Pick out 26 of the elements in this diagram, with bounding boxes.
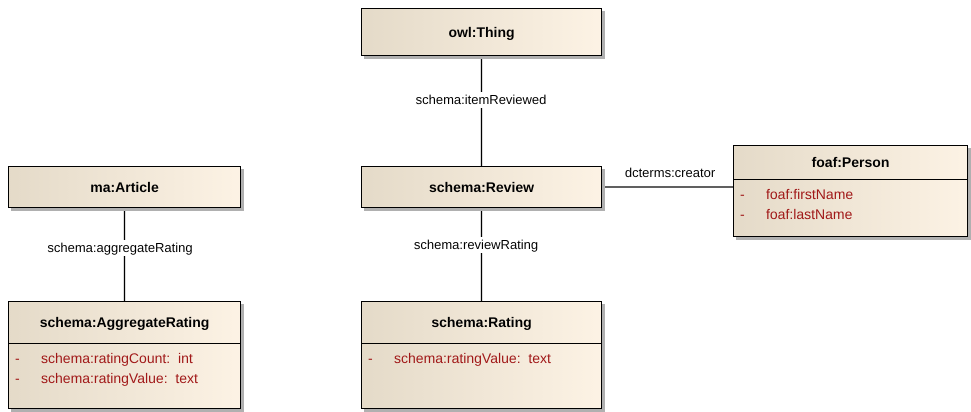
- class-box: [8, 166, 241, 208]
- attribute-text: schema:ratingValue: text: [394, 349, 551, 368]
- class-name: owl:Thing: [448, 22, 515, 42]
- visibility-marker: -: [739, 185, 746, 204]
- class-name: schema:Rating: [431, 313, 532, 332]
- class-box: [8, 301, 241, 409]
- attribute-text: foaf:firstName: [766, 185, 854, 204]
- edge-label: schema:itemReviewed: [414, 92, 548, 108]
- attribute-text: schema:ratingCount: int: [41, 349, 193, 368]
- class-name: schema:Review: [428, 178, 534, 196]
- connector-line: [602, 186, 733, 188]
- class-box: [361, 301, 602, 409]
- edge-label: schema:reviewRating: [412, 237, 540, 253]
- visibility-marker: -: [367, 349, 374, 368]
- class-box: [361, 166, 602, 208]
- attribute-text: schema:ratingValue: text: [41, 369, 198, 388]
- visibility-marker: -: [739, 205, 746, 224]
- class-name: schema:AggregateRating: [40, 313, 210, 332]
- visibility-marker: -: [14, 369, 21, 388]
- visibility-marker: -: [14, 349, 21, 368]
- edge-label: schema:aggregateRating: [45, 240, 195, 256]
- class-box: [361, 8, 602, 56]
- class-name: foaf:Person: [812, 153, 890, 172]
- class-name: ma:Article: [90, 178, 159, 196]
- class-box: [733, 145, 968, 237]
- attribute-text: foaf:lastName: [766, 205, 852, 224]
